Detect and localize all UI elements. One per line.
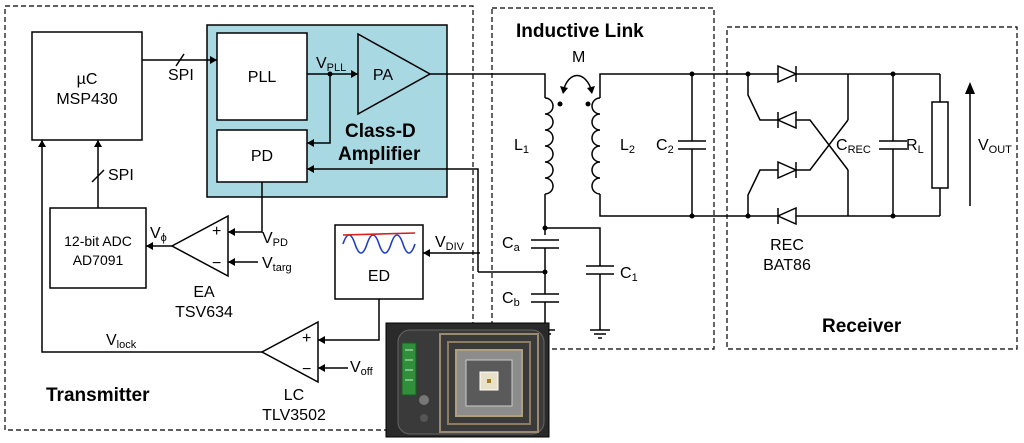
lc-comparator [260,320,319,384]
spi-left-label: SPI [108,167,134,184]
mcu-label-line1: µC [77,71,98,88]
v-lock-label: Vlock [106,332,137,351]
receiver-circuit [745,64,975,226]
ed-label: ED [368,268,390,285]
pa-label: PA [373,67,393,84]
ed-envelope-red [342,232,416,236]
v-targ-label: Vtarg [262,255,292,274]
lc-plus-sign: + [302,330,311,347]
ea-minus-sign: − [212,255,221,272]
mcu-label-line2: MSP430 [56,91,117,108]
receiver-frame [726,26,1018,350]
pd-label: PD [251,148,273,165]
cb-label: Cb [502,290,520,309]
adc-label-line1: 12-bit ADC [64,233,132,249]
c2-label: C2 [656,137,674,156]
ed-block [334,224,424,300]
l2-label: L2 [620,137,635,156]
pll-block [216,32,308,121]
inductive-link-title: Inductive Link [516,21,644,42]
ca-label: Ca [502,235,521,254]
ed-waveform-blue [342,234,416,254]
rec-label-line1: REC [770,237,804,254]
ea-label-line1: EA [193,284,215,301]
pll-label: PLL [248,69,277,86]
rec-label-line2: BAT86 [763,257,811,274]
v-out-label: VOUT [978,137,1012,156]
inductive-link-circuit [430,71,748,339]
v-div-label: VDIV [435,234,465,253]
receiver-title: Receiver [822,316,902,337]
v-pll-label: VPLL [316,55,346,74]
class-d-label-line1: Class-D [345,121,416,142]
class-d-label-line2: Amplifier [338,144,421,165]
prototype-photo [385,322,550,438]
mcu-block [31,31,143,141]
v-phi-label: Vϕ [150,225,167,244]
transmitter-title: Transmitter [46,385,150,406]
spi-top-label: SPI [168,67,194,84]
rl-label: RL [906,137,924,156]
v-pd-label: VPD [262,230,288,249]
l1-label: L1 [514,137,529,156]
ea-opamp [170,214,229,278]
adc-label-line2: AD7091 [73,252,124,268]
inductive-link-frame [491,7,715,350]
c1-label: C1 [620,265,638,284]
adc-block [49,207,147,289]
mutual-inductance-label: M [572,49,585,66]
ea-label-line2: TSV634 [175,304,233,321]
lc-label-line1: LC [284,387,304,404]
v-off-label: Voff [350,359,374,378]
transmitter-frame [4,5,474,431]
lc-minus-sign: − [302,361,311,378]
lc-label-line2: TLV3502 [262,407,326,424]
crec-label: CREC [836,137,871,156]
transmitter-wires [38,53,480,372]
ea-plus-sign: + [212,223,221,240]
